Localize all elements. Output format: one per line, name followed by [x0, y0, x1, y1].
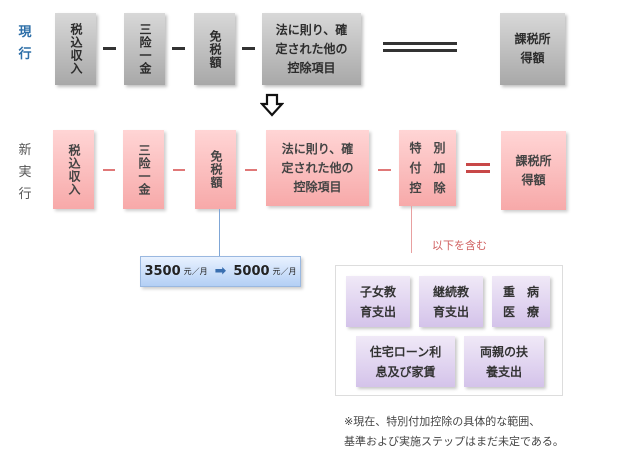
- right-arrow-icon: ➡: [214, 263, 227, 279]
- footnote-line-2: 基準および実施ステップはまだ未定である。: [344, 435, 564, 448]
- connector: [172, 47, 185, 50]
- current-income-box: 税込収入: [55, 13, 96, 85]
- current-insurance-text: 三险一金: [138, 23, 152, 75]
- new-special-box: 特 別 付 加 控 除: [399, 130, 456, 206]
- new-insurance-text: 三险一金: [137, 143, 151, 196]
- special-item-housing-loan: 住宅ローン利 息及び家賃: [356, 336, 455, 387]
- equals-bar-bottom: [383, 49, 457, 52]
- current-income-text: 税込収入: [69, 23, 83, 75]
- equals-bar-top: [383, 42, 457, 45]
- equals-bar-red-top: [466, 163, 490, 166]
- connector: [173, 169, 185, 171]
- new-exempt-text: 免税額: [209, 150, 223, 189]
- new-insurance-box: 三险一金: [123, 130, 164, 209]
- current-exempt-box: 免税額: [194, 13, 235, 85]
- current-row-label: 現 行: [18, 25, 32, 62]
- new-row-label: 新 実 行: [18, 143, 32, 202]
- new-deduction-box: 法に則り、確 定された他の 控除項目: [266, 130, 369, 206]
- connector: [242, 47, 255, 50]
- new-income-text: 税込収入: [67, 143, 81, 196]
- new-taxable-box: 課税所 得額: [501, 131, 566, 210]
- exemption-to-value: 5000: [233, 264, 270, 279]
- connector: [103, 169, 115, 171]
- special-item-children-education: 子女教 育支出: [346, 276, 410, 327]
- connector: [103, 47, 116, 50]
- exemption-from-unit: 元／月: [183, 267, 208, 276]
- exempt-link-line: [219, 209, 220, 259]
- new-exempt-box: 免税額: [195, 130, 236, 209]
- current-insurance-box: 三险一金: [124, 13, 165, 85]
- special-item-serious-illness: 重 病 医 療: [492, 276, 550, 327]
- current-taxable-box: 課税所 得額: [500, 13, 565, 85]
- new-income-box: 税込収入: [53, 130, 94, 209]
- connector: [245, 169, 257, 171]
- down-arrow-icon: [260, 93, 284, 117]
- equals-bar-red-bottom: [466, 170, 490, 173]
- special-item-continuing-education: 継続教 育支出: [419, 276, 483, 327]
- special-link-line: [411, 206, 412, 253]
- current-deduction-box: 法に則り、確 定された他の 控除項目: [262, 13, 361, 85]
- includes-label: 以下を含む: [432, 239, 487, 252]
- exemption-to-unit: 元／月: [272, 267, 297, 276]
- connector: [378, 169, 391, 171]
- current-exempt-text: 免税額: [208, 29, 222, 69]
- special-item-elderly-support: 両親の扶 養支出: [464, 336, 544, 387]
- exemption-change-box: 3500 元／月 ➡ 5000 元／月: [140, 256, 301, 287]
- exemption-from-value: 3500: [144, 264, 181, 279]
- footnote-line-1: ※現在、特別付加控除の具体的な範囲、: [344, 415, 541, 428]
